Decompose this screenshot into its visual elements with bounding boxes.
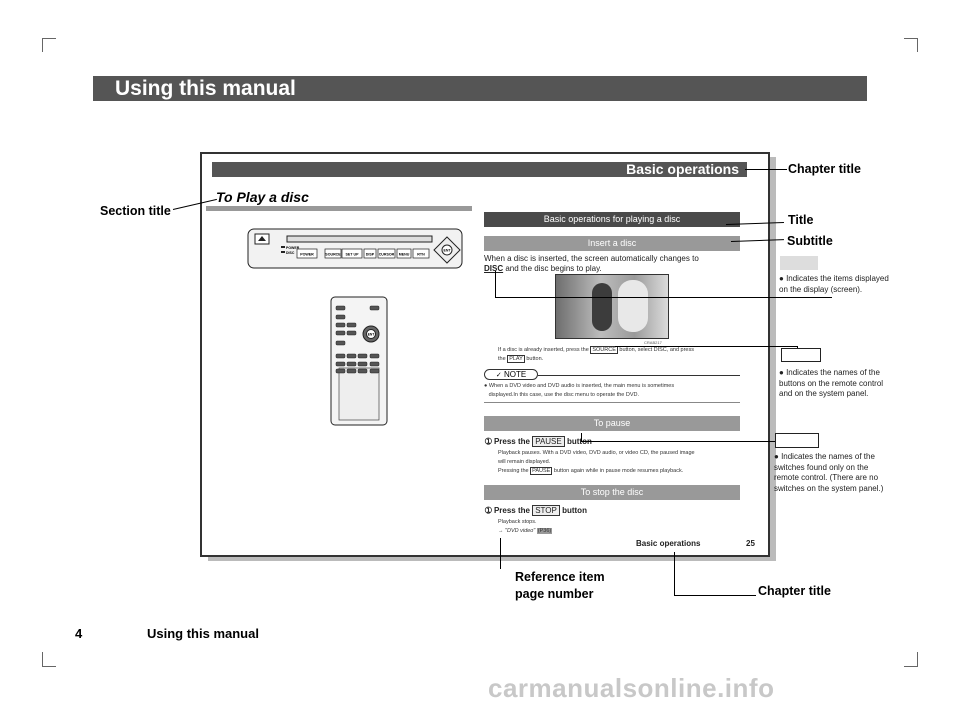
sample-section-title: To Play a disc (216, 189, 309, 205)
button-name-box (781, 348, 821, 362)
page-header: Using this manual (93, 76, 867, 101)
leader-line (581, 441, 775, 442)
unit-button (341, 248, 363, 259)
label-subtitle: Subtitle (787, 234, 833, 248)
unit-button (324, 248, 342, 259)
unit-button-label: MENU (399, 252, 410, 256)
leader-line (495, 297, 832, 298)
eject-icon (258, 236, 266, 241)
note-rule (538, 375, 740, 376)
sample-body-text: When a disc is inserted, the screen auto… (484, 254, 699, 273)
unit-button (377, 248, 396, 259)
stop-step: ➀ Press the STOP button (485, 505, 587, 516)
disc-playback-image (555, 274, 669, 339)
svg-text:ENT: ENT (368, 332, 375, 336)
unit-button-label: SOURCE (325, 252, 341, 256)
unit-button-label: SET UP (346, 252, 360, 256)
pause-desc: Playback pauses. With a DVD video, DVD a… (498, 450, 695, 475)
stop-bar: To stop the disc (484, 485, 740, 500)
leader-line (615, 346, 798, 347)
label-chapter-title: Chapter title (788, 162, 861, 176)
crop-mark (42, 38, 56, 39)
sample-title-bar: Basic operations for playing a disc (484, 212, 740, 227)
crop-mark (904, 666, 918, 667)
leader-line (745, 169, 787, 170)
unit-knob: ENT (433, 236, 461, 264)
legend-button-names: ● Indicates the names of the buttons on … (779, 368, 884, 398)
leader-line (797, 346, 798, 349)
leader-line (581, 433, 582, 442)
sample-footer-chapter: Basic operations (636, 539, 701, 548)
unit-button-label: CURSOR (379, 252, 395, 256)
unit-button (396, 248, 412, 259)
screen-item-swatch (780, 256, 818, 270)
switch-label-power: POWER (286, 246, 300, 250)
head-unit-illustration: POWER DISC POWER SOURCE SET UP DISP CURSOR ME… (247, 228, 463, 269)
section-underline (206, 206, 472, 211)
stop-desc: Playback stops.→ "DVD video" (P36) (498, 519, 553, 534)
switch-name-box (775, 433, 819, 448)
pause-bar: To pause (484, 416, 740, 431)
leader-line (500, 538, 501, 569)
unit-button (412, 248, 430, 259)
unit-button-label: DISP (366, 252, 375, 256)
switch-label-disc: DISC (286, 251, 295, 255)
remote-illustration: ENT (330, 296, 388, 426)
crop-mark (42, 666, 56, 667)
leader-line (674, 595, 756, 596)
sample-subtitle-bar: Insert a disc (484, 236, 740, 251)
label-section-title: Section title (100, 204, 171, 218)
leader-line (495, 271, 496, 298)
footer-page-number: 4 (75, 626, 83, 641)
unit-button-label: RTN (417, 252, 425, 256)
unit-button (363, 248, 377, 259)
sample-chapter-bar: Basic operations (212, 162, 747, 177)
label-title: Title (788, 213, 814, 227)
note-label: ✓ NOTE (484, 369, 538, 380)
footer-title: Using this manual (147, 626, 259, 641)
crop-mark (917, 38, 918, 52)
legend-screen-items: ● Indicates the items displayed on the d… (779, 274, 889, 294)
crop-mark (42, 38, 43, 52)
note-end-rule (484, 402, 740, 403)
crop-mark (917, 652, 918, 666)
legend-switch-names: ● Indicates the names of the switches fo… (774, 452, 884, 493)
crop-mark (42, 652, 43, 666)
note-small-text: If a disc is already inserted, press the… (498, 346, 694, 363)
note-bullet: ● When a DVD video and DVD audio is inse… (484, 383, 675, 398)
label-chapter-title-bottom: Chapter title (758, 584, 831, 598)
crop-mark (904, 38, 918, 39)
leader-line (674, 552, 675, 596)
image-code: CRAB217 (644, 340, 662, 345)
unit-button-label: POWER (300, 252, 314, 256)
svg-text:ENT: ENT (444, 249, 452, 253)
sample-footer-page: 25 (746, 539, 755, 548)
unit-button (296, 248, 318, 259)
watermark: carmanualsonline.info (488, 673, 775, 703)
pause-step: ➀ Press the PAUSE button (485, 436, 592, 447)
